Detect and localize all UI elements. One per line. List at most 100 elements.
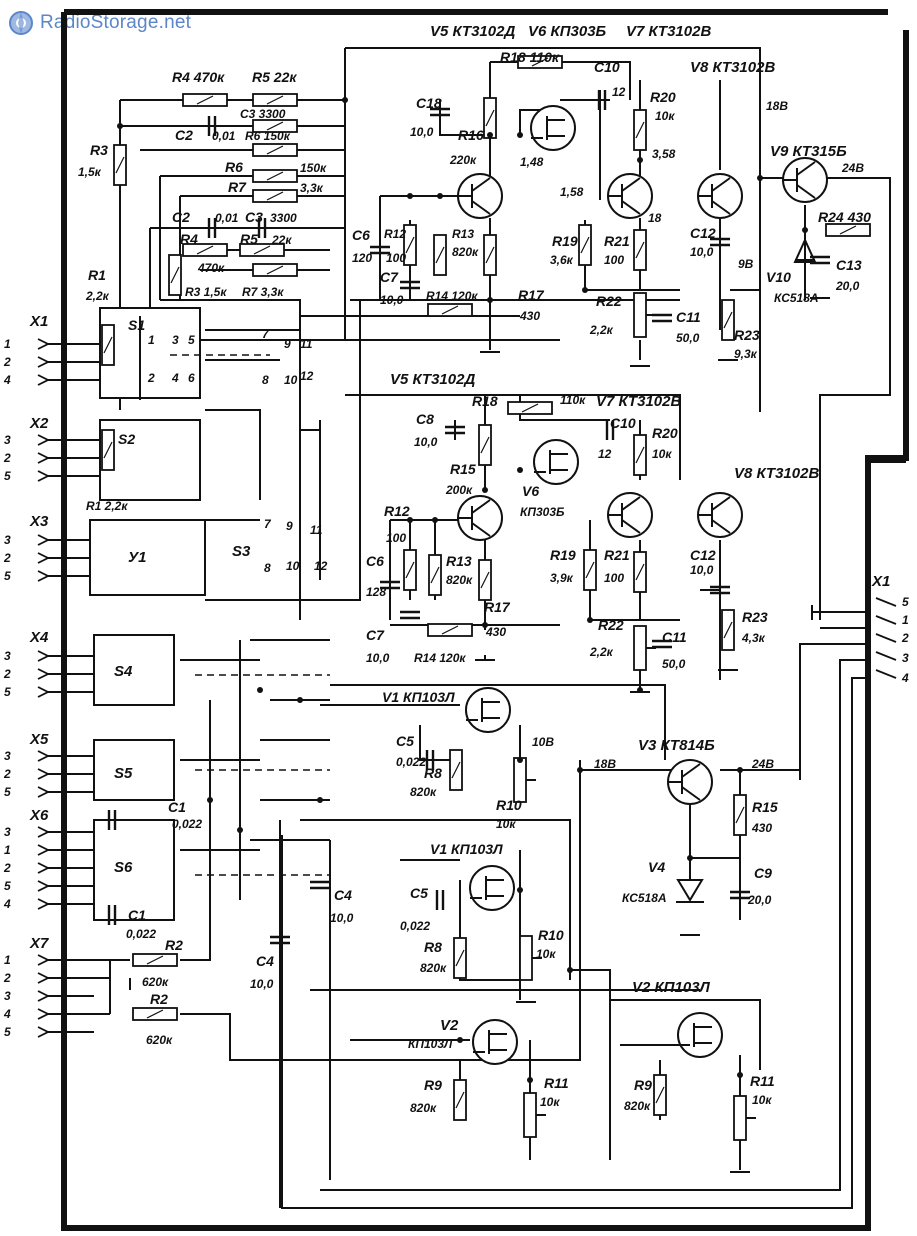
label-x5-pin-1: 3	[4, 749, 11, 763]
label-r8-value: 820к	[410, 785, 437, 799]
label-s1-side-12: 12	[300, 369, 314, 383]
label-v-1-48: 1,48	[520, 155, 544, 169]
label-x1-pin-2: 2	[3, 355, 11, 369]
label-s1-pin-1: 1	[148, 333, 155, 347]
label-c4b: C4	[256, 953, 274, 969]
label-r19-lower: R19	[550, 547, 576, 563]
label-r8b: R8	[424, 939, 442, 955]
label-input-x1: X1	[29, 313, 48, 330]
label-c8-value: 10,0	[414, 435, 438, 449]
label-r22: R22	[596, 293, 622, 309]
label-r15-lower-value: 200к	[445, 483, 473, 497]
label-v10: V10	[766, 269, 791, 285]
label-v-1-58: 1,58	[560, 185, 584, 199]
label-x3-pin-3: 5	[4, 569, 11, 583]
label-s1-side-8: 8	[262, 373, 269, 387]
label-x2-pin-2: 2	[3, 451, 11, 465]
label-r2b-value: 620к	[146, 1033, 173, 1047]
label-x2-pin-1: 3	[4, 433, 11, 447]
label-r23-value: 9,3к	[734, 347, 758, 361]
watermark-text: RadioStorage.net	[40, 12, 192, 33]
label-x5-pin-2: 2	[3, 767, 11, 781]
label-y1: У1	[128, 549, 147, 566]
label-input-x7: X7	[29, 935, 49, 952]
label-r6b: R6	[225, 159, 243, 175]
label-s1-pin-3: 3	[172, 333, 179, 347]
label-v-18b-preamp: 18В	[594, 757, 616, 771]
label-r18-lower-value: 110к	[560, 393, 586, 407]
label-out-pin-2: 1	[902, 613, 909, 627]
label-x7-pin-3: 3	[4, 989, 11, 1003]
label-s3-pin-8: 8	[264, 561, 271, 575]
label-r5: R5 22к	[252, 69, 297, 85]
label-x6-pin-4: 5	[4, 879, 11, 893]
label-x4-pin-1: 3	[4, 649, 11, 663]
label-output-x1: X1	[871, 573, 890, 590]
label-c2-value: 0,01	[212, 129, 236, 143]
label-r13-lower-value: 820к	[446, 573, 473, 587]
label-r11-value: 10к	[540, 1095, 560, 1109]
label-s1: S1	[128, 317, 145, 333]
label-c2: C2	[175, 127, 193, 143]
label-r1: R1	[88, 267, 106, 283]
label-r24: R24 430	[818, 209, 871, 225]
label-r12: R12	[384, 227, 406, 241]
label-c18: C18	[416, 95, 442, 111]
label-r17: R17	[518, 287, 545, 303]
label-r9-value: 820к	[410, 1101, 437, 1115]
label-r19-value: 3,6к	[550, 253, 574, 267]
label-r17-lower: R17	[484, 599, 511, 615]
preamp-section	[279, 684, 801, 1208]
label-r18: R18 110к	[500, 49, 560, 65]
label-r8: R8	[424, 765, 442, 781]
label-r14: R14 120к	[426, 289, 478, 303]
label-v4-type: КС518А	[622, 891, 667, 905]
label-v5-lower: V5 КТ3102Д	[390, 371, 475, 388]
label-r19-lower-value: 3,9к	[550, 571, 574, 585]
label-v8-top: V8 КТ3102В	[690, 59, 775, 76]
label-r3-value: 1,5к	[78, 165, 102, 179]
label-c4-value: 10,0	[330, 911, 354, 925]
label-input-x5: X5	[29, 731, 49, 748]
label-s3-pin-9: 9	[286, 519, 293, 533]
label-v-10b: 10В	[532, 735, 554, 749]
label-r5b: R5	[240, 231, 258, 247]
label-x7-pin-4: 4	[3, 1007, 11, 1021]
label-r15-lower: R15	[450, 461, 476, 477]
label-c6-value: 120	[352, 251, 372, 265]
label-s5: S5	[114, 765, 133, 782]
label-x7-pin-2: 2	[3, 971, 11, 985]
label-x4-pin-3: 5	[4, 685, 11, 699]
label-r23: R23	[734, 327, 760, 343]
label-r20: R20	[650, 89, 676, 105]
label-v-3-58: 3,58	[652, 147, 676, 161]
label-s3-pin-12: 12	[314, 559, 328, 573]
label-s6: S6	[114, 859, 133, 876]
label-v3: V3 КТ814Б	[638, 737, 715, 754]
switch-section	[89, 299, 361, 921]
label-x6-pin-5: 4	[3, 897, 11, 911]
label-r14-lower: R14 120к	[414, 651, 466, 665]
label-s4: S4	[114, 663, 133, 680]
label-c2b-value: 0,01	[215, 211, 239, 225]
label-x4-pin-2: 2	[3, 667, 11, 681]
switch-s6	[93, 819, 175, 921]
label-c8: C8	[416, 411, 434, 427]
label-r3: R3	[90, 142, 108, 158]
label-x7-pin-1: 1	[4, 953, 11, 967]
label-r3b: R3 1,5к	[185, 285, 227, 299]
label-x6-pin-3: 2	[3, 861, 11, 875]
label-c18-value: 10,0	[410, 125, 434, 139]
label-c12-lower-value: 10,0	[690, 563, 714, 577]
label-c1b-value: 0,022	[126, 927, 156, 941]
label-c4: C4	[334, 887, 352, 903]
label-v-1b: 18	[648, 211, 662, 225]
label-c1-value: 0,022	[172, 817, 202, 831]
label-input-x2: X2	[29, 415, 49, 432]
label-s1-side-9: 9	[284, 337, 291, 351]
label-input-x3: X3	[29, 513, 49, 530]
label-c1: C1	[168, 799, 186, 815]
label-r13-value: 820к	[452, 245, 479, 259]
label-c9: C9	[754, 865, 772, 881]
label-r4b-value: 470к	[197, 261, 225, 275]
